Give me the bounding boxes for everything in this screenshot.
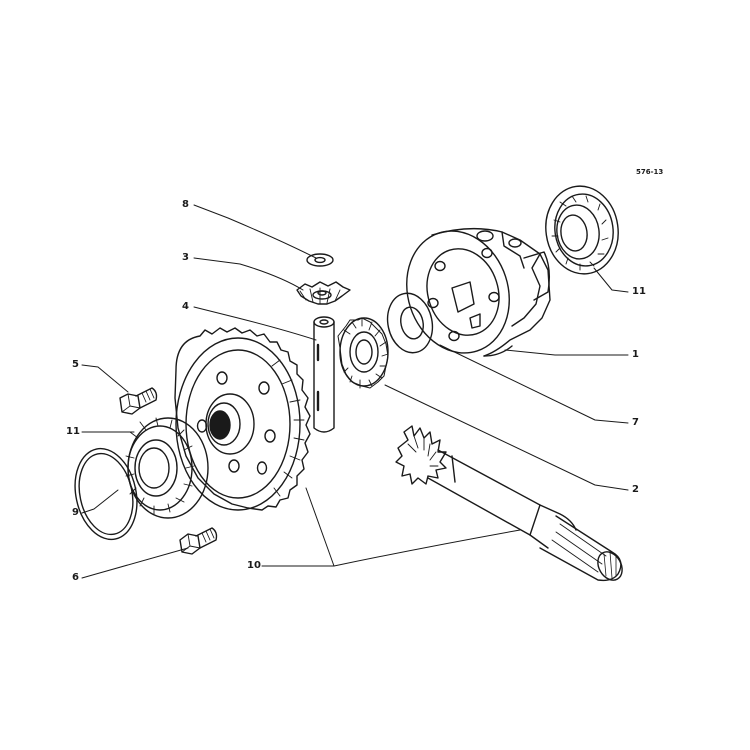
bearing-11-right: [545, 185, 619, 275]
leader-9: [81, 489, 119, 514]
callout-4: 4: [182, 301, 189, 312]
leader-1: [504, 349, 629, 356]
drawing-reference: 576-13: [636, 168, 664, 176]
callout-11-right: 11: [632, 286, 646, 297]
callout-8: 8: [182, 199, 189, 210]
leader-8: [193, 204, 317, 259]
side-gear-2: [337, 317, 389, 389]
callout-11-left: 11: [66, 426, 80, 437]
pinion-shaft-4: [313, 316, 335, 433]
leader-10a: [261, 487, 335, 567]
shim-ring-9: [74, 447, 138, 541]
leader-3: [193, 257, 304, 291]
callout-2: 2: [632, 484, 639, 495]
bolt-5: [119, 387, 158, 415]
leader-10b: [333, 529, 521, 567]
callout-7: 7: [632, 417, 639, 428]
leader-5: [81, 364, 129, 393]
drive-pinion-10: [395, 425, 623, 582]
leader-11b: [593, 267, 629, 293]
callout-9: 9: [72, 507, 79, 518]
washer-7: [386, 292, 434, 354]
callout-10: 10: [247, 560, 261, 571]
leader-6: [81, 547, 189, 579]
planet-pinion-3: [296, 281, 351, 305]
leader-2: [384, 384, 629, 491]
leader-7: [439, 344, 629, 424]
washer-8: [306, 253, 334, 267]
callout-3: 3: [182, 252, 189, 263]
callout-5: 5: [72, 359, 79, 370]
leader-lines: [81, 204, 629, 579]
callout-1: 1: [632, 349, 639, 360]
callout-6: 6: [72, 572, 79, 583]
bolt-6: [179, 527, 218, 555]
leader-4: [193, 306, 317, 341]
crown-wheel-10: [174, 327, 311, 511]
differential-housing-1: [406, 227, 551, 357]
